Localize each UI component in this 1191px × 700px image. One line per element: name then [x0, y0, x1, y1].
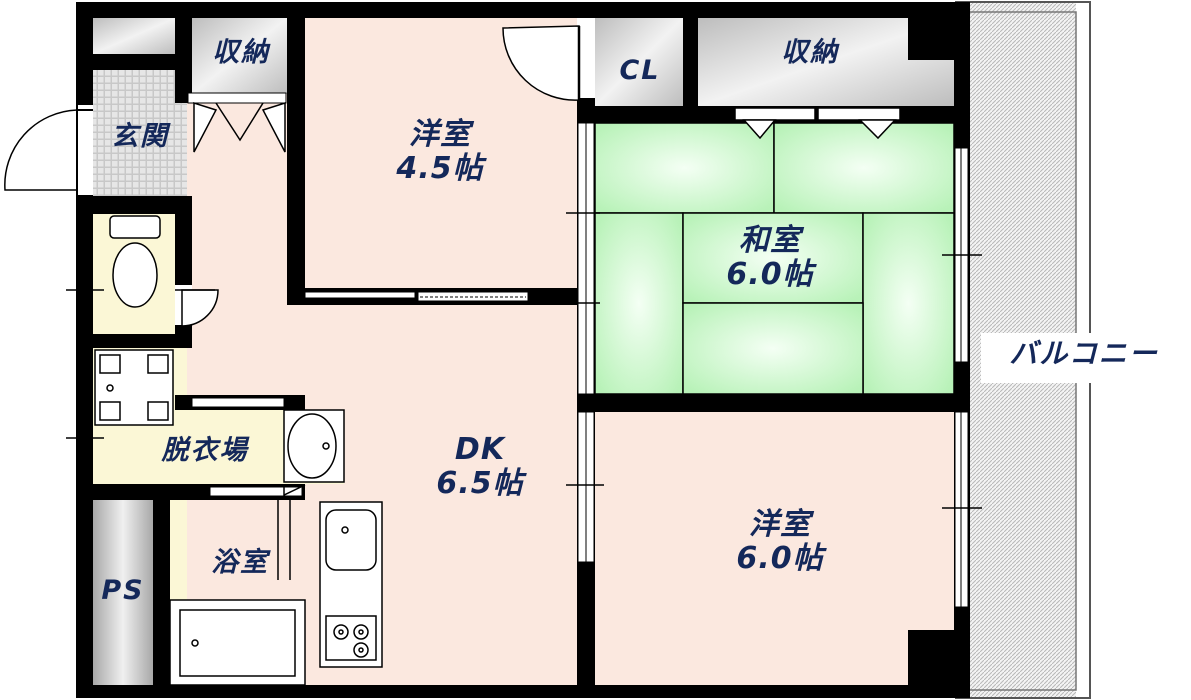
dk-name: DK	[454, 432, 506, 467]
kitchen-counter	[319, 501, 383, 668]
toilet	[109, 215, 219, 327]
pipe-space-label: PS	[101, 575, 145, 606]
bathtub	[169, 500, 306, 686]
entrance-door	[4, 105, 93, 195]
window-marks	[66, 212, 982, 509]
sliding-panels	[187, 92, 969, 608]
western-north-size: 4.5帖	[396, 150, 484, 186]
japanese-name: 和室	[739, 223, 801, 258]
dressing-room-label: 脱衣場	[161, 435, 249, 466]
dk-size: 6.5帖	[436, 465, 524, 501]
washing-machine	[94, 349, 174, 426]
washbasin	[270, 409, 345, 497]
western-north-room-label: 洋室 4.5帖	[330, 118, 550, 185]
storage-top-left-label: 収納	[212, 37, 270, 68]
storage-top-left-2-area	[192, 18, 287, 94]
storage-top-left-area	[93, 18, 175, 54]
entrance-label: 玄関	[111, 121, 169, 152]
dk-room-label: DK 6.5帖	[370, 433, 590, 500]
entrance-floor	[93, 70, 187, 196]
storage-top-right-label: 収納	[781, 37, 839, 68]
door-western-north	[502, 18, 595, 101]
storage-folding-doors	[193, 101, 901, 153]
balcony-label: バルコニー	[1009, 337, 1159, 370]
western-south-floor	[595, 412, 954, 685]
tatami-room	[594, 122, 955, 395]
western-north-name: 洋室	[409, 117, 471, 152]
closet-area	[595, 18, 683, 106]
closet-label: CL	[619, 55, 661, 86]
western-south-room-label: 洋室 6.0帖	[670, 508, 890, 575]
pipe-space-area	[93, 500, 153, 685]
western-south-name: 洋室	[749, 507, 811, 542]
western-south-size: 6.0帖	[736, 540, 824, 576]
japanese-room-label: 和室 6.0帖	[680, 224, 860, 291]
balcony-area	[955, 1, 1186, 699]
japanese-size: 6.0帖	[726, 256, 814, 292]
bathroom-label: 浴室	[211, 547, 269, 578]
